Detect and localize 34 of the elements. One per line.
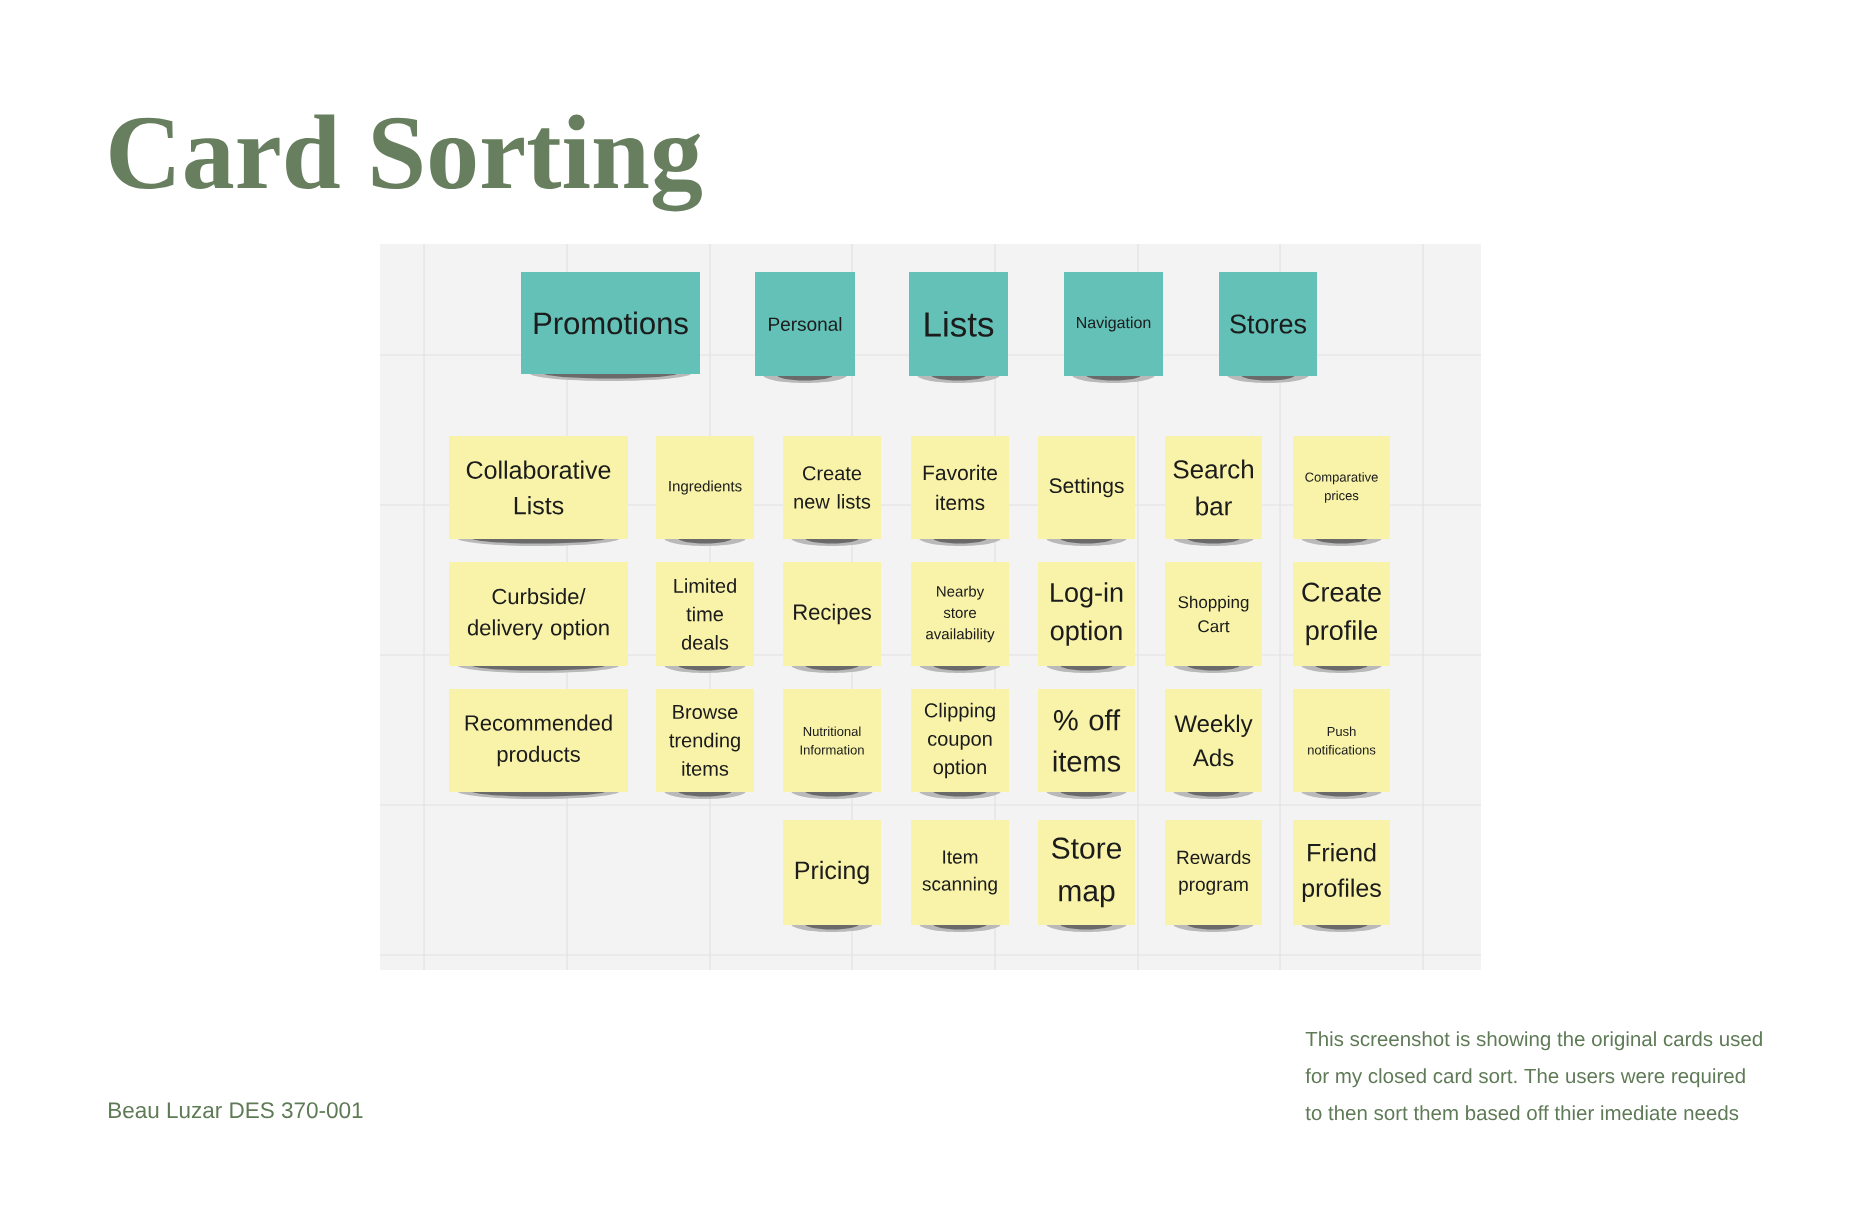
sticky-note: Log-in option (1038, 562, 1135, 673)
sticky-note: Curbside/ delivery option (449, 562, 628, 673)
sticky-note: Limited time deals (656, 562, 754, 673)
sticky-note: Nutritional Information (783, 689, 881, 799)
header-note: Navigation (1064, 272, 1163, 383)
sticky-note: Nearby store availability (911, 562, 1009, 673)
sticky-note: Store map (1038, 820, 1135, 932)
byline: Beau Luzar DES 370-001 (109, 1102, 363, 1119)
sticky-note: Recipes (783, 562, 881, 673)
sticky-note: Favorite items (911, 436, 1009, 546)
sticky-note: % off items (1038, 689, 1135, 799)
header-note: Stores (1219, 272, 1317, 383)
sticky-note: Pricing (783, 820, 881, 932)
title: Card Sorting (110, 114, 702, 212)
header-note: Lists (909, 272, 1008, 383)
sticky-note: Weekly Ads (1165, 689, 1262, 799)
sticky-note: Rewards program (1165, 820, 1262, 932)
sticky-note: Clipping coupon option (911, 689, 1009, 799)
sticky-note: Friend profiles (1293, 820, 1390, 932)
sticky-note: Create profile (1293, 562, 1390, 673)
sticky-note: Browse trending items (656, 689, 754, 799)
sticky-note: Collaborative Lists (449, 436, 628, 546)
header-note: Personal (755, 272, 855, 383)
sticky-note: Push notifications (1293, 689, 1390, 799)
sticky-note: Ingredients (656, 436, 754, 546)
sticky-note: Recommended products (449, 689, 628, 799)
sticky-note: Shopping Cart (1165, 562, 1262, 673)
sticky-note: Create new lists (783, 436, 881, 546)
sticky-note: Settings (1038, 436, 1135, 546)
caption-text: This screenshot is showing the original cards used for my closed card sort. The users were required to then sort them based off thier imediate needs (1305, 1031, 1762, 1121)
header-note: Promotions (521, 272, 700, 381)
sticky-note: Comparative prices (1293, 436, 1390, 546)
sticky-note: Item scanning (911, 820, 1009, 932)
sticky-note: Search bar (1165, 436, 1262, 546)
